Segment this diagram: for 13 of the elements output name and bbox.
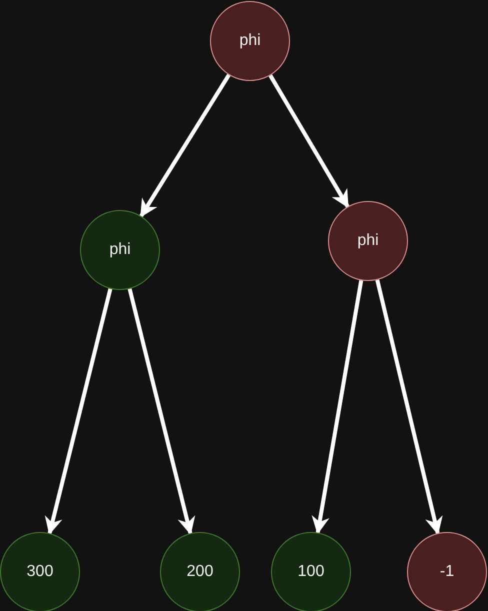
node-label: 300 [26, 563, 54, 581]
node-label: phi [239, 32, 261, 50]
arrow [312, 280, 364, 534]
node-label: phi [357, 232, 379, 250]
arrow [268, 74, 350, 208]
node-label: phi [109, 241, 131, 259]
arrow [139, 74, 231, 218]
node-label: -1 [440, 563, 454, 581]
arrow [128, 288, 196, 535]
node-label: 100 [298, 563, 324, 581]
arrow [44, 288, 112, 535]
node-label: 200 [186, 563, 214, 581]
arrow [375, 279, 443, 535]
